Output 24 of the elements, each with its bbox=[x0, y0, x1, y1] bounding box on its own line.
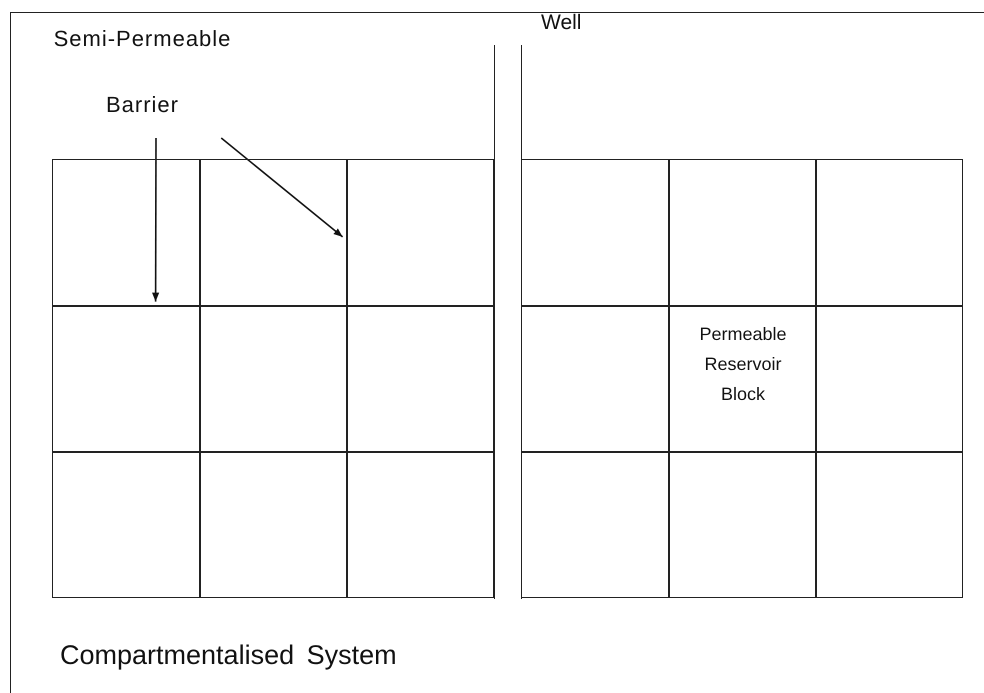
grid-cell bbox=[52, 452, 200, 598]
grid-cell bbox=[52, 306, 200, 452]
grid-cell bbox=[521, 159, 669, 306]
grid-cell bbox=[52, 159, 200, 306]
well-label: Well bbox=[541, 11, 582, 35]
grid-cell bbox=[200, 306, 347, 452]
callout-text: Semi-Permeable Barrier bbox=[30, 6, 255, 138]
grid-cell bbox=[200, 159, 347, 306]
grid-cell bbox=[816, 452, 963, 598]
grid-cell bbox=[816, 306, 963, 452]
grid-cell bbox=[347, 306, 494, 452]
leader-line bbox=[220, 137, 344, 238]
grid-cell bbox=[347, 452, 494, 598]
grid-cell bbox=[200, 452, 347, 598]
block-label: Permeable Reservoir Block bbox=[698, 323, 788, 406]
grid-cell bbox=[347, 159, 494, 306]
leader-line bbox=[152, 138, 160, 302]
grid-cell bbox=[669, 159, 816, 306]
grid-cell bbox=[669, 452, 816, 598]
grid-cell bbox=[816, 159, 963, 306]
reservoir-block bbox=[669, 306, 816, 452]
grid-cell bbox=[521, 452, 669, 598]
caption: Compartmentalised System bbox=[60, 640, 397, 671]
grid-cell bbox=[521, 306, 669, 452]
